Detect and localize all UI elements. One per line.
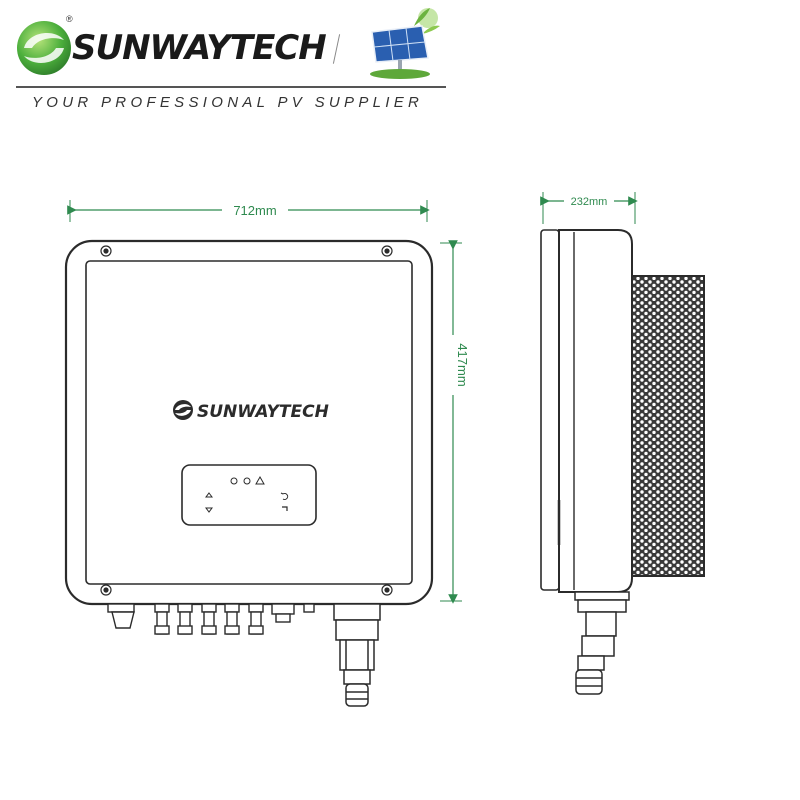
height-dimension: 417mm	[440, 240, 470, 604]
header-rule	[16, 86, 446, 88]
solar-panel-icon	[370, 8, 440, 79]
panel-logo-icon	[173, 400, 193, 420]
side-view: 232mm	[540, 192, 705, 695]
depth-dimension: 232mm	[540, 192, 638, 224]
side-housing	[558, 229, 633, 593]
pv-connectors	[154, 603, 264, 635]
width-label: 712mm	[233, 203, 276, 218]
heat-sink	[631, 275, 705, 577]
down-arrow-icon[interactable]	[205, 507, 213, 513]
wall-bracket	[540, 229, 560, 591]
depth-label: 232mm	[571, 196, 608, 208]
brand-name: SUNWAYTECH	[72, 28, 327, 68]
ac-connector	[333, 603, 381, 707]
back-icon[interactable]	[280, 492, 289, 500]
registered-mark: ®	[66, 14, 73, 24]
power-indicator-icon	[230, 477, 238, 485]
inverter-front-panel	[85, 260, 413, 585]
alarm-indicator-icon	[255, 475, 265, 485]
panel-logo: SUNWAYTECH	[173, 400, 329, 422]
front-view: 712mm 417mm SUNWAYTECH	[64, 200, 470, 707]
height-label: 417mm	[455, 343, 470, 386]
header: ® SUNWAYTECH YOUR PROFESSIONAL PV SUPPLI…	[0, 0, 800, 120]
enter-icon[interactable]	[282, 506, 288, 511]
status-indicator-icon	[243, 477, 251, 485]
tagline: YOUR PROFESSIONAL PV SUPPLIER	[32, 94, 424, 111]
width-dimension: 712mm	[67, 200, 430, 222]
sunwaytech-logo-icon	[17, 21, 71, 75]
communication-port	[271, 603, 315, 623]
mounting-screws	[100, 245, 393, 596]
up-arrow-icon[interactable]	[205, 492, 213, 498]
side-ac-connector	[574, 591, 630, 695]
dc-switch	[107, 603, 135, 629]
panel-brand: SUNWAYTECH	[197, 402, 329, 422]
control-panel	[181, 464, 317, 526]
